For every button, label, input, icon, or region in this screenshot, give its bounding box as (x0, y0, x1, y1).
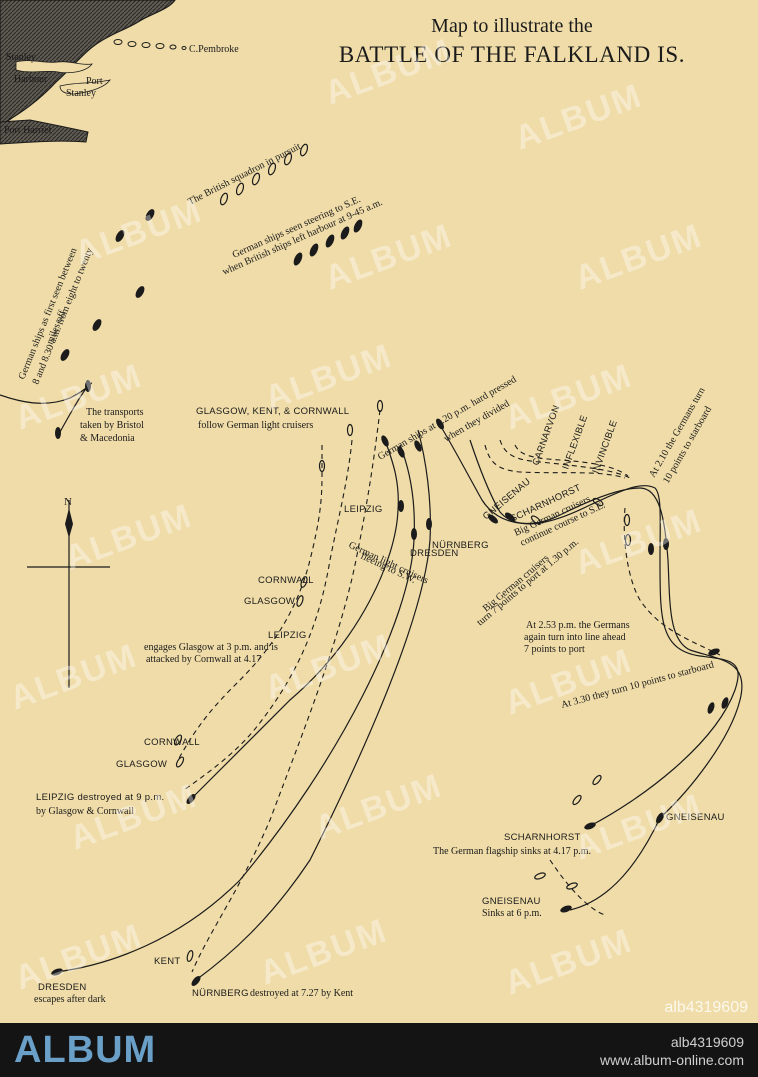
watermark-layer: ALBUM ALBUM ALBUM ALBUM ALBUM ALBUM ALBU… (5, 31, 748, 1016)
dresden-low-label: DRESDEN (38, 982, 87, 993)
leipzig-mid-label: LEIPZIG (268, 630, 307, 641)
engages-label-2: attacked by Cornwall at 4.17 (146, 654, 261, 665)
cornwall-low-label: CORNWALL (144, 737, 200, 748)
gkc-label-1: GLASGOW, KENT, & CORNWALL (196, 406, 349, 417)
compass-north-label: N (64, 496, 72, 508)
watermark: ALBUM (510, 76, 648, 157)
map-area: C.Pembroke Stanley Harbour Port Stanley … (0, 0, 758, 1023)
german-light-cruiser-tracks (55, 429, 431, 981)
glasgow-low-label: GLASGOW (116, 759, 167, 770)
scharnhorst-low-label: SCHARNHORST (504, 832, 581, 843)
german-heavy-cruiser-tracks (439, 424, 743, 827)
footer-url-link[interactable]: www.album-online.com (600, 1052, 744, 1068)
north-arrow-icon (65, 508, 73, 538)
engages-label-1: engages Glasgow at 3 p.m. and is (144, 642, 278, 653)
watermark: ALBUM (60, 496, 198, 577)
watermark: ALBUM (255, 911, 393, 992)
german-ships-steering-se (293, 219, 363, 266)
stanley-label: Stanley (6, 52, 36, 63)
cornwall-mid-label: CORNWALL (258, 575, 314, 586)
watermark-id: alb4319609 (664, 999, 748, 1016)
footer-image-id: alb4319609 (670, 1034, 744, 1050)
footer-bar: ALBUM alb4319609 www.album-online.com (0, 1023, 758, 1077)
transports-label-2: taken by Bristol (80, 420, 144, 431)
invincible-label: INVINCIBLE (590, 419, 619, 475)
port-harriet-land (0, 119, 89, 145)
pressed-label-1: German ships at 1.20 p.m. hard pressed (376, 374, 518, 463)
german-heavy-cruisers (436, 418, 729, 913)
british-battle-cruiser-tracks (484, 439, 631, 479)
gkc-label-2: follow German light cruisers (198, 420, 313, 431)
watermark: ALBUM (5, 636, 143, 717)
escapes-label: escapes after dark (34, 994, 106, 1005)
compass: N (27, 496, 110, 688)
stanley-harbour-water (15, 60, 93, 74)
harbour-label: Harbour (14, 74, 48, 85)
watermark: ALBUM (70, 191, 208, 272)
offshore-islets (113, 39, 187, 50)
leipzig-destroyed-label-2: by Glasgow & Cornwall (36, 806, 134, 817)
german-ships-first-seen (60, 209, 155, 361)
nurnberg-destroyed-label: destroyed at 7.27 by Kent (250, 988, 353, 999)
watermark: ALBUM (570, 216, 708, 297)
german-seen-label-1: German ships seen steering to S.E. (231, 194, 363, 261)
battle-map: C.Pembroke Stanley Harbour Port Stanley … (0, 0, 748, 1016)
leipzig-destroyed-label-1: LEIPZIG destroyed at 9 p.m. (36, 792, 165, 803)
watermark: ALBUM (500, 921, 638, 1002)
british-light-cruisers (173, 399, 384, 962)
album-logo[interactable]: ALBUM (14, 1029, 157, 1071)
transports-label-3: & Macedonia (80, 433, 135, 444)
transport-ship-2 (55, 427, 61, 439)
leipzig-top-label: LEIPZIG (344, 504, 383, 515)
gneisenau-final-track (569, 817, 661, 911)
cape-pembroke-label: C.Pembroke (189, 44, 239, 55)
dresden-top-label: DRESDEN (410, 548, 459, 559)
port-stanley-label: Stanley (66, 88, 96, 99)
watermark: ALBUM (65, 776, 203, 857)
german-light-cruisers (51, 435, 432, 986)
british-light-cruiser-tracks (177, 409, 381, 973)
watermark: ALBUM (320, 216, 458, 297)
transports-label-1: The transports (86, 407, 144, 418)
turn-253-label-1: At 2.53 p.m. the Germans (526, 620, 630, 631)
nurnberg-low-label: NÜRNBERG (192, 988, 249, 999)
map-title-line1: Map to illustrate the (431, 15, 593, 37)
falkland-coastline (0, 0, 176, 125)
port-label: Port (86, 76, 103, 87)
turn-253-label-3: 7 points to port (524, 644, 585, 655)
port-harriet-label: Port Harriet (4, 125, 52, 136)
british-battle-cruisers (530, 497, 632, 890)
gneisenau-low-label: GNEISENAU (482, 896, 541, 907)
kent-label: KENT (154, 956, 181, 967)
turn-253-label-2: again turn into line ahead (524, 632, 626, 643)
transport-ship-1 (85, 380, 91, 392)
german-heavy-cruiser-later-tracks (549, 507, 721, 916)
flagship-sinks-label: The German flagship sinks at 4.17 p.m. (433, 846, 591, 857)
nurnberg-top-label: NÜRNBERG (432, 540, 489, 551)
gneisenau-right-label: GNEISENAU (666, 812, 725, 823)
british-pursuit-label: The British squadron in pursuit (186, 141, 303, 208)
big-turn-label-2: turn 7 points to port at 1.30 p.m. (475, 537, 581, 629)
glasgow-mid-label: GLASGOW (244, 596, 295, 607)
sinks-6-label: Sinks at 6 p.m. (482, 908, 542, 919)
map-title-line2: BATTLE OF THE FALKLAND IS. (339, 42, 685, 67)
british-squadron-pursuit (219, 143, 309, 206)
port-stanley-water (59, 79, 111, 95)
watermark: ALBUM (310, 766, 448, 847)
